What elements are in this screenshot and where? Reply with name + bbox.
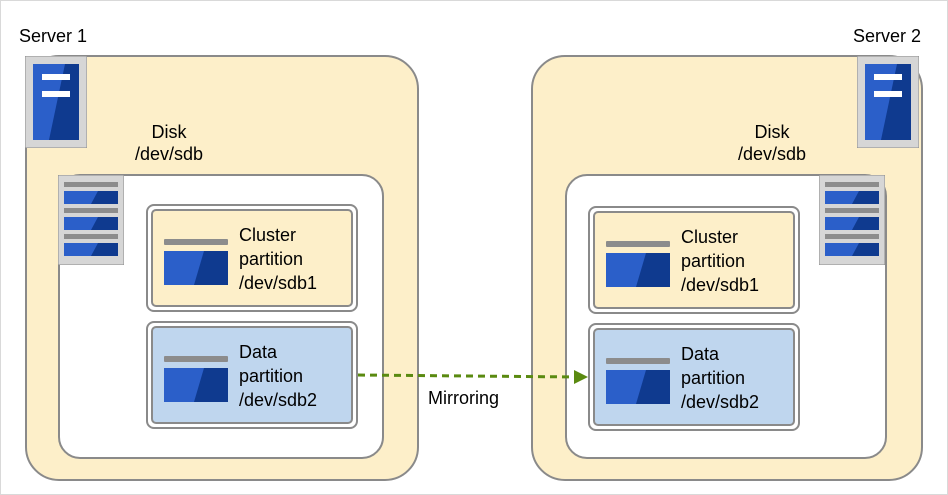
server-1-cluster-partition: Cluster partition /dev/sdb1 — [146, 204, 358, 312]
disk-name: Disk — [754, 122, 790, 142]
server-icon — [25, 56, 87, 148]
partition-label: Cluster partition /dev/sdb1 — [681, 227, 760, 295]
partition-label: Data partition /dev/sdb2 — [681, 344, 760, 412]
partition-icon — [606, 358, 672, 404]
disk-device: /dev/sdb — [134, 144, 204, 164]
disk-stack-icon — [819, 175, 885, 265]
partition-label: Data partition /dev/sdb2 — [239, 342, 318, 410]
server-1-label: Server 1 — [19, 26, 88, 46]
disk-stack-icon — [58, 175, 124, 265]
mirroring-label: Mirroring — [428, 388, 500, 408]
server-2-cluster-partition: Cluster partition /dev/sdb1 — [588, 206, 800, 314]
partition-icon — [164, 239, 230, 285]
disk-device: /dev/sdb — [737, 144, 807, 164]
server-1-disk-label: Disk /dev/sdb — [119, 121, 219, 165]
mirroring-arrow — [357, 370, 588, 384]
server-2-disk-label: Disk /dev/sdb — [722, 121, 822, 165]
disk-name: Disk — [151, 122, 187, 142]
partition-icon — [164, 356, 230, 402]
server-2-label: Server 2 — [853, 26, 922, 46]
server-1-data-partition: Data partition /dev/sdb2 — [146, 321, 358, 429]
server-icon — [857, 56, 919, 148]
partition-icon — [606, 241, 672, 287]
server-2-data-partition: Data partition /dev/sdb2 — [588, 323, 800, 431]
partition-label: Cluster partition /dev/sdb1 — [239, 225, 318, 293]
